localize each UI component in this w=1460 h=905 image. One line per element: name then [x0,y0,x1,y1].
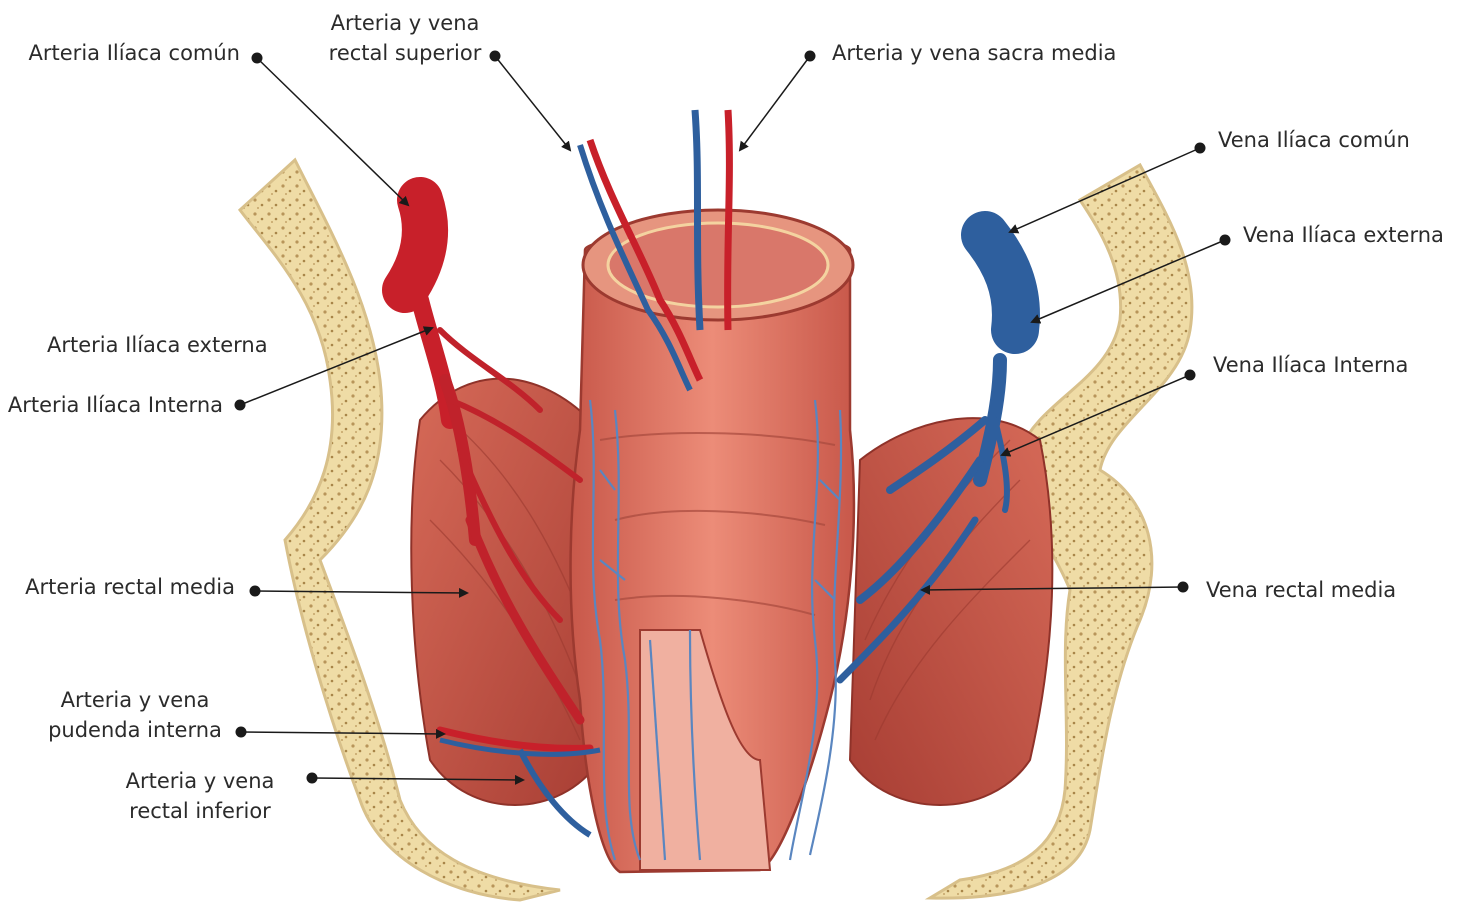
label-arteria-vena-rectal-inferior: Arteria y vena rectal inferior [110,766,290,826]
label-arteria-vena-sacra-media: Arteria y vena sacra media [832,38,1116,68]
label-vena-rectal-media: Vena rectal media [1206,575,1396,605]
right-levator-muscle [850,418,1052,805]
label-line: Arteria y vena [110,766,290,796]
label-arteria-rectal-media: Arteria rectal media [15,572,235,602]
middle-sacral-vein [695,110,700,330]
label-line: Arteria y vena [315,8,495,38]
label-line: pudenda interna [45,715,225,745]
label-line: Arteria y vena [45,685,225,715]
label-arteria-iliaca-comun: Arteria Ilíaca común [20,38,240,68]
label-arteria-vena-rectal-superior: Arteria y vena rectal superior [315,8,495,68]
label-line: rectal inferior [110,796,290,826]
label-line: rectal superior [315,38,495,68]
label-arteria-iliaca-interna: Arteria Ilíaca Interna [5,390,223,420]
label-vena-iliaca-externa: Vena Ilíaca externa [1243,220,1444,250]
label-vena-iliaca-comun: Vena Ilíaca común [1218,125,1410,155]
label-arteria-vena-pudenda-interna: Arteria y vena pudenda interna [45,685,225,745]
label-arteria-iliaca-externa: Arteria Ilíaca externa [47,330,268,360]
label-vena-iliaca-interna: Vena Ilíaca Interna [1213,350,1408,380]
middle-sacral-artery [728,110,730,330]
